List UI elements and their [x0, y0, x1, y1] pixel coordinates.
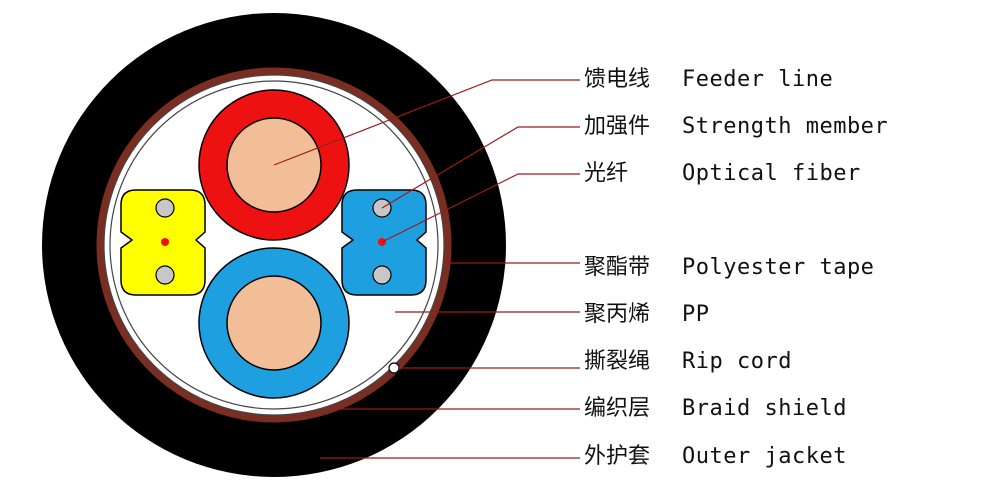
label-zh: 外护套 — [584, 444, 651, 469]
leader-strength-member — [381, 126, 580, 209]
label-en: Polyester tape — [682, 255, 875, 280]
strength-member — [155, 265, 175, 285]
label-en: Feeder line — [682, 67, 834, 92]
label-en: PP — [682, 302, 710, 327]
optical-fiber — [161, 238, 169, 246]
label-strength-member: 加强件 Strength member — [584, 112, 888, 142]
label-rip-cord: 撕裂绳 Rip cord — [584, 347, 792, 377]
strength-member — [372, 265, 392, 285]
fiber-unit-blue — [341, 189, 427, 296]
label-en: Outer jacket — [682, 444, 847, 469]
label-en: Braid shield — [682, 396, 847, 421]
label-optical-fiber: 光纤 Optical fiber — [584, 159, 861, 189]
label-zh: 加强件 — [584, 114, 651, 139]
label-en: Rip cord — [682, 349, 792, 374]
label-polyester-tape: 聚酯带 Polyester tape — [584, 253, 874, 283]
leader-feeder-line — [273, 79, 580, 166]
label-zh: 聚丙烯 — [584, 302, 651, 327]
label-zh: 馈电线 — [584, 67, 651, 92]
label-zh: 撕裂绳 — [584, 349, 651, 374]
label-feeder-line: 馈电线 Feeder line — [584, 65, 833, 95]
label-en: Strength member — [682, 114, 889, 139]
feeder-line-blue-conductor — [226, 275, 322, 371]
leader-lines — [273, 79, 580, 459]
label-en: Optical fiber — [682, 161, 861, 186]
label-braid-shield: 编织层 Braid shield — [584, 394, 847, 424]
label-pp: 聚丙烯 PP — [584, 300, 710, 330]
pp-filling — [109, 80, 439, 410]
label-zh: 编织层 — [584, 396, 651, 421]
label-outer-jacket: 外护套 Outer jacket — [584, 442, 847, 472]
leader-optical-fiber — [381, 173, 580, 243]
label-zh: 聚酯带 — [584, 255, 651, 280]
fiber-unit-yellow — [120, 189, 206, 296]
rip-cord — [388, 362, 400, 374]
label-zh: 光纤 — [584, 161, 629, 186]
strength-member — [155, 198, 175, 218]
